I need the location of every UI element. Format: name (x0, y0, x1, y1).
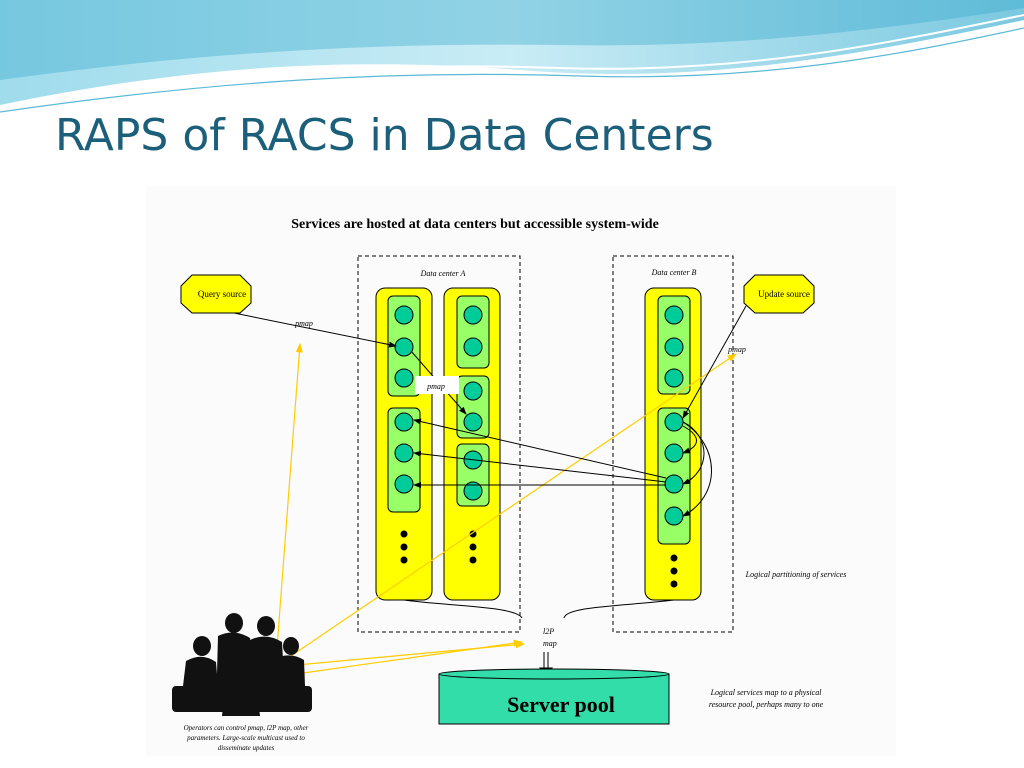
slide-title: RAPS of RACS in Data Centers (55, 110, 714, 161)
service-node (463, 381, 483, 401)
operators-note: disseminate updates (218, 744, 275, 752)
logical-partitioning-label: Logical partitioning of services (745, 570, 847, 579)
service-node (664, 337, 684, 357)
diagram-heading: Services are hosted at data centers but … (291, 217, 659, 232)
service-node (394, 305, 414, 325)
people-group-icon (172, 613, 312, 716)
data-center-b-label: Data center B (651, 268, 697, 277)
l2p-map-label: l2P (543, 627, 554, 636)
query-source-node (180, 274, 252, 314)
intra-group-arrow (682, 425, 697, 454)
service-node (664, 443, 684, 463)
pmap-center-box (415, 376, 459, 394)
service-node (463, 481, 483, 501)
replication-arrow (413, 418, 667, 479)
service-node (394, 412, 414, 432)
l2p-bracket-left (403, 599, 523, 619)
pmap-update-label: pmap (727, 345, 746, 354)
server-pool-cylinder (438, 668, 670, 725)
service-node (463, 412, 483, 432)
service-node (664, 506, 684, 526)
intra-group-arrow (682, 421, 705, 485)
service-node (664, 305, 684, 325)
l2p-map-label: map (543, 639, 557, 648)
pmap-center-label: pmap (426, 382, 445, 391)
service-node (664, 368, 684, 388)
update-source-label: Update source (758, 289, 810, 299)
data-center-a-label: Data center A (420, 269, 466, 278)
query-source-label: Query source (198, 289, 246, 299)
logical-services-note: resource pool, perhaps many to one (709, 700, 824, 709)
more-nodes-ellipsis (400, 530, 678, 588)
service-node (394, 443, 414, 463)
service-node (664, 412, 684, 432)
service-node (463, 305, 483, 325)
update-pmap-arrow (682, 305, 747, 419)
logical-services-note: Logical services map to a physical (710, 688, 823, 697)
operators-note: parameters. Large-scale multicast used t… (186, 734, 305, 742)
service-node (394, 474, 414, 494)
service-node (394, 337, 414, 357)
data-center-b-box (612, 255, 734, 633)
update-source-node (743, 274, 815, 314)
service-node (664, 474, 684, 494)
server-pool-label: Server pool (507, 692, 615, 717)
pmap-query-label: pmap (294, 319, 313, 328)
service-node (394, 368, 414, 388)
l2p-bracket-right (563, 599, 675, 619)
intra-group-arrow (682, 421, 712, 517)
replication-arrow (413, 450, 667, 483)
multicast-arrows (275, 342, 737, 675)
operators-note: Operators can control pmap, l2P map, oth… (184, 724, 309, 732)
service-node (463, 337, 483, 357)
query-pmap-arrow (233, 312, 397, 348)
decorative-wave-header (0, 0, 1024, 113)
raps-racs-diagram: Services are hosted at data centers but … (146, 186, 896, 756)
